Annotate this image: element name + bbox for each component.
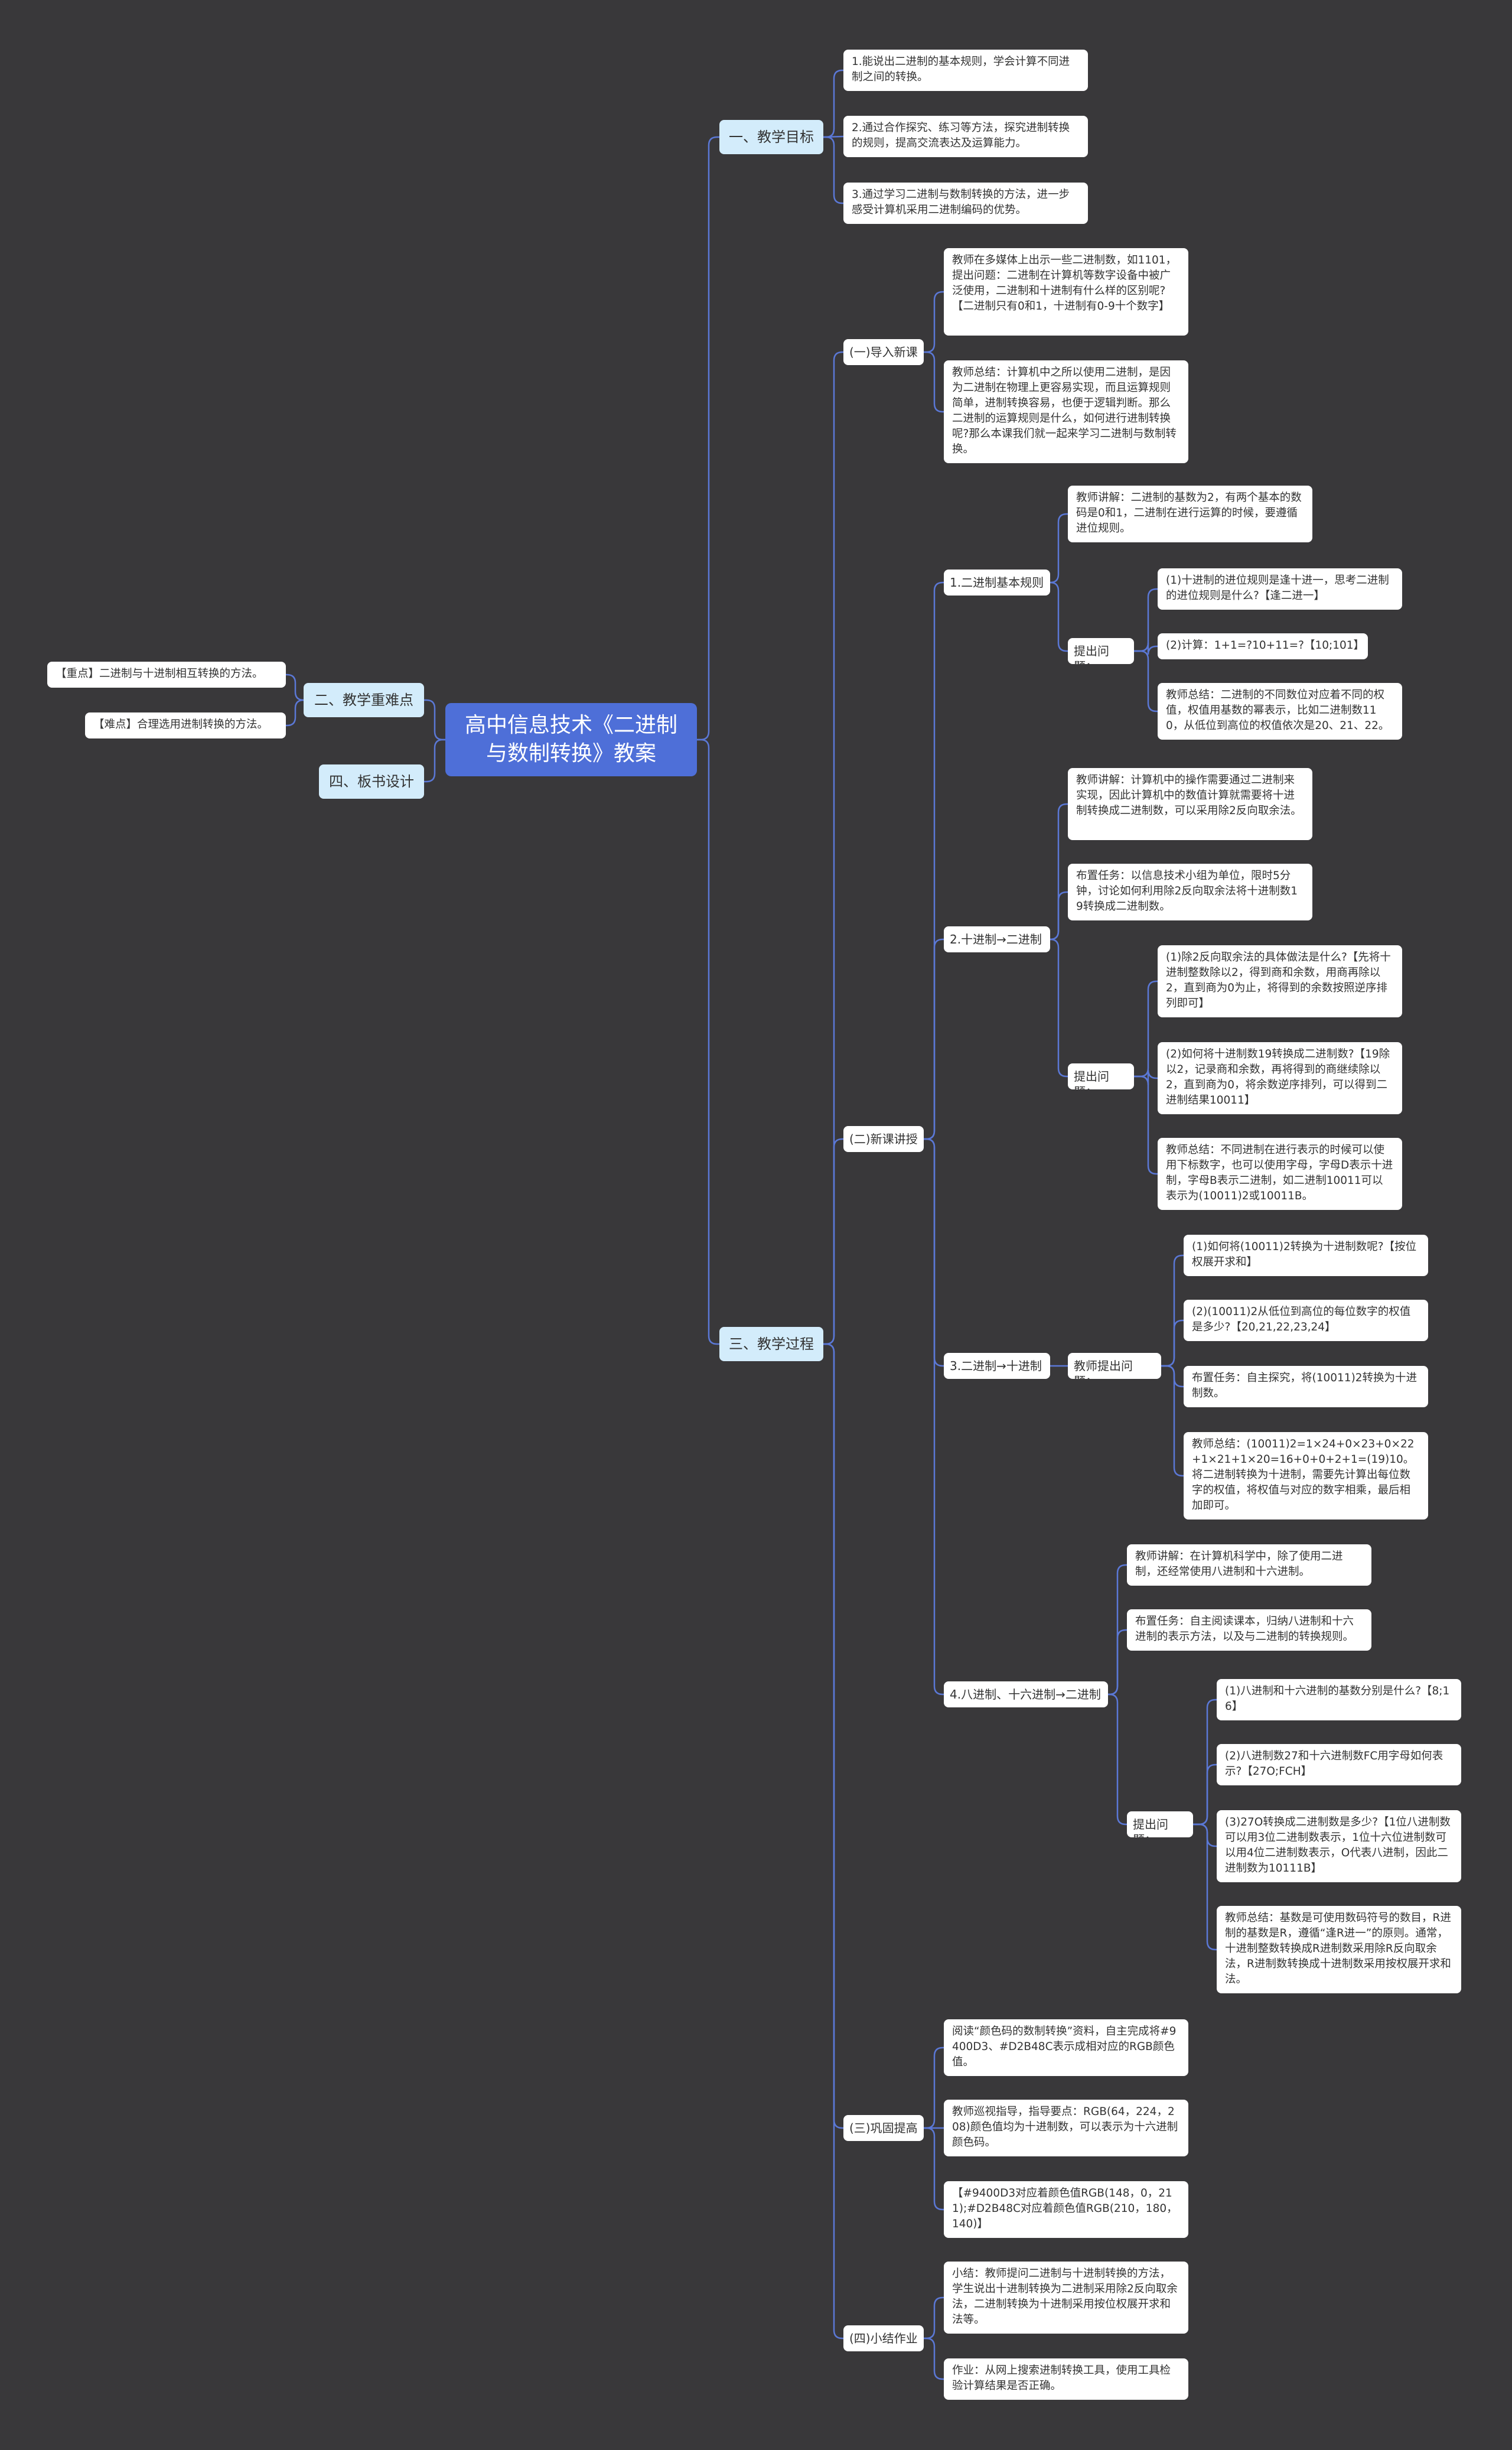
oct-hex-explain[interactable]: 教师讲解：在计算机科学中，除了使用二进制，还经常使用八进制和十六进制。	[1127, 1544, 1371, 1586]
connector-line	[1050, 803, 1068, 941]
binary-rules-question[interactable]: (1)十进制的进位规则是逢十进一，思考二进制的进位规则是什么?【逢二进一】	[1158, 568, 1402, 610]
connector-line	[697, 738, 719, 1345]
connector-line	[1050, 581, 1068, 652]
binary-rules-question[interactable]: (2)计算：1+1=?10+11=?【10;101】	[1158, 633, 1368, 659]
connector-line	[823, 351, 843, 1345]
connector-line	[924, 2296, 944, 2340]
consolidate-item[interactable]: 【#9400D3对应着颜色值RGB(148，0，211);#D2B48C对应着颜…	[944, 2181, 1188, 2238]
consolidate-item[interactable]: 教师巡视指导，指导要点：RGB(64，224，208)颜色值均为十进制数，可以表…	[944, 2100, 1188, 2156]
oct-hex-ask-label[interactable]: 提出问题：	[1127, 1811, 1193, 1837]
difficulty-item[interactable]: 【难点】合理选用进制转换的方法。	[85, 712, 286, 738]
binary-rules-explain[interactable]: 教师讲解：二进制的基数为2，有两个基本的数码是0和1，二进制在进行运算的时候，要…	[1068, 486, 1312, 542]
connector-line	[1161, 1365, 1184, 1477]
connector-line	[424, 738, 445, 783]
connector-line	[1134, 1069, 1158, 1085]
subsection-binary-rules[interactable]: 1.二进制基本规则	[944, 570, 1050, 596]
connector-line	[1050, 513, 1068, 584]
connector-line	[924, 351, 944, 413]
connector-line	[924, 938, 944, 1140]
connector-line	[1193, 1823, 1217, 1951]
subsection-bin-to-dec[interactable]: 3.二进制→十进制	[944, 1353, 1050, 1379]
goal-item[interactable]: 2.通过合作探究、练习等方法，探究进制转换的规则，提高交流表达及运算能力。	[843, 116, 1088, 157]
bin-to-dec-question[interactable]: (1)如何将(10011)2转换为十进制数呢?【按位权展开求和】	[1184, 1235, 1428, 1276]
oct-hex-summary[interactable]: 教师总结：基数是可使用数码符号的数目，R进制的基数是R，遵循“逢R进一”的原则。…	[1217, 1906, 1461, 1993]
connector-line	[1108, 1629, 1127, 1696]
connector-line	[924, 1138, 944, 1696]
topic-key-points[interactable]: 二、教学重难点	[304, 683, 424, 717]
oct-hex-question[interactable]: (3)27O转换成二进制数是多少?【1位八进制数可以用3位二进制数表示，1位十六…	[1217, 1810, 1461, 1882]
bin-to-dec-question[interactable]: (2)(10011)2从低位到高位的每位数字的权值是多少?【20,21,22,2…	[1184, 1300, 1428, 1341]
bin-to-dec-ask-label[interactable]: 教师提出问题：	[1068, 1353, 1161, 1379]
bin-to-dec-summary[interactable]: 教师总结：(10011)2=1×24+0×23+0×22+1×21+1×20=1…	[1184, 1432, 1428, 1520]
connector-line	[1134, 1075, 1158, 1175]
connector-line	[823, 69, 843, 138]
connector-line	[1134, 650, 1158, 712]
goal-item[interactable]: 3.通过学习二进制与数制转换的方法，进一步感受计算机采用二进制编码的优势。	[843, 183, 1088, 224]
topic-teaching-goals[interactable]: 一、教学目标	[719, 120, 823, 154]
connector-line	[823, 135, 844, 138]
connector-line	[1134, 980, 1158, 1078]
connector-line	[924, 291, 944, 353]
dec-to-bin-ask-label[interactable]: 提出问题：	[1068, 1063, 1134, 1089]
oct-hex-question[interactable]: (2)八进制数27和十六进制数FC用字母如何表示?【27O;FCH】	[1217, 1744, 1461, 1785]
goal-item[interactable]: 1.能说出二进制的基本规则，学会计算不同进制之间的转换。	[843, 50, 1088, 91]
summary-item[interactable]: 小结：教师提问二进制与十进制转换的方法，学生说出十进制转换为二进制采用除2反向取…	[944, 2262, 1188, 2334]
consolidate-item[interactable]: 阅读“颜色码的数制转换”资料，自主完成将#9400D3、#D2B48C表示成相对…	[944, 2019, 1188, 2076]
connector-line	[1193, 1764, 1217, 1826]
connector-line	[823, 1138, 843, 1345]
dec-to-bin-summary[interactable]: 教师总结：不同进制在进行表示的时候可以使用下标数字，也可以使用字母，字母D表示十…	[1158, 1138, 1402, 1210]
oct-hex-task[interactable]: 布置任务：自主阅读课本，归纳八进制和十六进制的表示方法，以及与二进制的转换规则。	[1127, 1609, 1371, 1651]
dec-to-bin-task[interactable]: 布置任务：以信息技术小组为单位，限时5分钟，讨论如何利用除2反向取余法将十进制数…	[1068, 864, 1312, 920]
connector-line	[823, 1343, 843, 2340]
connector-line	[1134, 642, 1158, 655]
connector-line	[1108, 1693, 1127, 1826]
connector-line	[1161, 1319, 1184, 1367]
dec-to-bin-explain[interactable]: 教师讲解：计算机中的操作需要通过二进制来实现，因此计算机中的数值计算就需要将十进…	[1068, 768, 1312, 840]
oct-hex-question[interactable]: (1)八进制和十六进制的基数分别是什么?【8;16】	[1217, 1679, 1461, 1720]
connector-line	[1108, 1564, 1127, 1696]
connector-line	[286, 673, 304, 701]
intro-item[interactable]: 教师总结：计算机中之所以使用二进制，是因为二进制在物理上更容易实现，而且运算规则…	[944, 360, 1188, 463]
intro-item[interactable]: 教师在多媒体上出示一些二进制数，如1101，提出问题：二进制在计算机等数字设备中…	[944, 248, 1188, 336]
bin-to-dec-task[interactable]: 布置任务：自主探究，将(10011)2转换为十进制数。	[1184, 1366, 1428, 1407]
connector-line	[1050, 938, 1068, 1078]
binary-rules-summary[interactable]: 教师总结：二进制的不同数位对应着不同的权值，权值用基数的幂表示，比如二进制数11…	[1158, 683, 1402, 740]
section-new-lesson[interactable]: (二)新课讲授	[843, 1126, 924, 1152]
dec-to-bin-question[interactable]: (1)除2反向取余法的具体做法是什么?【先将十进制整数除以2，得到商和余数，用商…	[1158, 945, 1402, 1017]
connector-line	[1161, 1365, 1184, 1388]
connector-line	[1134, 588, 1158, 652]
root-topic[interactable]: 高中信息技术《二进制与数制转换》教案	[445, 703, 697, 776]
connector-line	[1193, 1823, 1217, 1847]
connector-line	[924, 1138, 944, 1367]
homework-item[interactable]: 作业：从网上搜索进制转换工具，使用工具检验计算结果是否正确。	[944, 2358, 1188, 2400]
connector-line	[924, 581, 944, 1140]
connector-line	[286, 699, 304, 727]
connector-line	[1161, 1254, 1184, 1367]
dec-to-bin-question[interactable]: (2)如何将十进制数19转换成二进制数?【19除以2，记录商和余数，再将得到的商…	[1158, 1042, 1402, 1114]
connector-line	[924, 2127, 944, 2211]
section-summary-homework[interactable]: (四)小结作业	[843, 2325, 924, 2351]
connector-line	[1050, 891, 1068, 941]
connector-line	[823, 136, 843, 204]
subsection-dec-to-bin[interactable]: 2.十进制→二进制	[944, 926, 1050, 952]
connector-line	[924, 2337, 944, 2380]
connector-line	[1193, 1699, 1217, 1826]
section-intro[interactable]: (一)导入新课	[843, 339, 924, 365]
connector-line	[823, 1343, 843, 2129]
section-consolidate[interactable]: (三)巩固提高	[843, 2115, 924, 2141]
binary-rules-ask-label[interactable]: 提出问题：	[1068, 638, 1134, 664]
topic-teaching-process[interactable]: 三、教学过程	[719, 1327, 823, 1361]
topic-board-design[interactable]: 四、板书设计	[319, 764, 424, 799]
connector-line	[924, 2046, 944, 2129]
key-point-item[interactable]: 【重点】二进制与十进制相互转换的方法。	[47, 662, 286, 688]
connector-line	[424, 699, 445, 741]
subsection-oct-hex-to-bin[interactable]: 4.八进制、十六进制→二进制	[944, 1681, 1108, 1707]
connector-line	[697, 136, 719, 741]
